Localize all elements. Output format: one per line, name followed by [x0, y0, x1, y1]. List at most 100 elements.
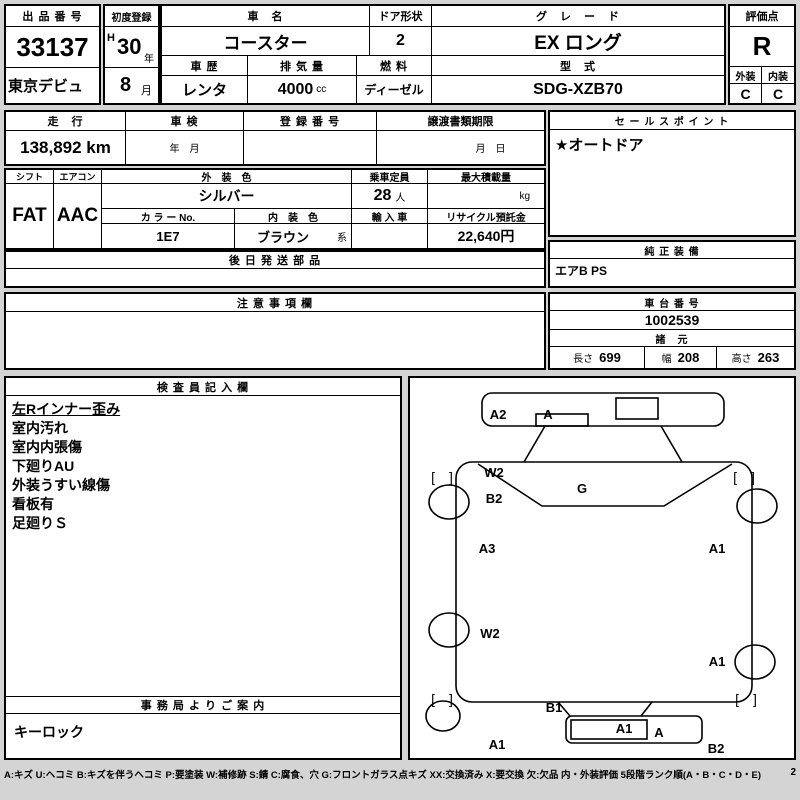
- front-right-wheel: [736, 488, 778, 524]
- rear-right-wheel: [734, 644, 776, 680]
- damage-label: G: [577, 481, 587, 496]
- grade-label: グ レ ー ド: [536, 11, 620, 23]
- specs-label: 諸 元: [550, 330, 794, 347]
- caution-block: 注 意 事 項 欄: [4, 292, 546, 370]
- era-year: 30: [117, 34, 142, 59]
- inspector-label: 検 査 員 記 入 欄: [6, 378, 400, 396]
- exterior-label: 外装: [730, 67, 762, 83]
- mileage-label: 走 行: [6, 112, 126, 130]
- diagram-block: A2 A W2 B2 G A3 A1 W2 A1 B1 A1 A A1 B2 […: [408, 376, 796, 760]
- later-parts-block: 後 日 発 送 部 品: [4, 250, 546, 288]
- office-label: 事 務 局 よ り ご 案 内: [6, 696, 400, 714]
- rear-bumper-shape: [565, 715, 703, 744]
- inspector-note: 左Rインナー歪み: [12, 401, 121, 417]
- capacity-label: 乗車定員: [352, 170, 428, 184]
- chassis-number: 1002539: [550, 311, 794, 330]
- max-load-label: 最大積載量: [461, 173, 511, 184]
- recycle-label: リサイクル預託金: [446, 212, 526, 224]
- import-value: [352, 224, 428, 248]
- color-no-value: 1E7: [102, 224, 235, 248]
- interior-label: 内装: [768, 71, 788, 83]
- registration-no-label: 登 録 番 号: [244, 112, 377, 130]
- door-shape: 2: [370, 27, 432, 55]
- damage-label: A1: [709, 541, 726, 556]
- max-load-unit: kg: [519, 190, 530, 202]
- capacity-value: 28 人: [352, 184, 428, 208]
- car-top-view-diagram: A2 A W2 B2 G A3 A1 W2 A1 B1 A1 A A1 B2 […: [425, 392, 778, 756]
- damage-label: W2: [480, 626, 500, 641]
- front-grille-shape: [615, 397, 659, 420]
- displacement-value: 4000: [277, 80, 314, 98]
- shift-column: シフト FAT: [6, 170, 54, 248]
- windshield-lines: [477, 463, 733, 507]
- mileage-band: 走 行 車 検 登 録 番 号 譲渡書類期限 138,892 km 年 月 月 …: [4, 110, 546, 166]
- legend-text: A:キズ U:ヘコミ B:キズを伴うヘコミ P:要塗装 W:補修跡 S:錆 C:…: [4, 770, 761, 781]
- interior-score: C: [772, 85, 784, 102]
- damage-label: B2: [708, 741, 725, 756]
- front-bumper-shape: [481, 392, 725, 427]
- equipment-text: エアB PS: [555, 264, 608, 278]
- exhibit-number: 33137: [6, 27, 99, 68]
- score-block: 評価点 R 外装 内装 C C: [728, 4, 796, 105]
- score-grade: R: [730, 27, 794, 67]
- displacement-unit: cc: [316, 84, 327, 95]
- interior-color-suffix: 系: [337, 232, 347, 244]
- score-label: 評価点: [730, 6, 794, 27]
- width-cell: 幅 208: [645, 347, 717, 368]
- width-label: 幅: [661, 354, 672, 365]
- photo-bracket: [ ]: [733, 469, 755, 485]
- aircon-value: AAC: [56, 205, 99, 226]
- inspector-note: 外装うすい線傷: [12, 477, 110, 493]
- page-number: 2: [790, 767, 796, 778]
- office-note: キーロック: [14, 724, 84, 740]
- inspection-label: 車 検: [126, 112, 244, 130]
- first-registration-year: H 30 年: [105, 27, 158, 68]
- exterior-color-label: 外 装 色: [102, 170, 352, 184]
- sales-point-label: セ ー ル ス ポ イ ン ト: [550, 112, 794, 130]
- later-parts-label: 後 日 発 送 部 品: [6, 252, 544, 269]
- chassis-block: 車 台 番 号 1002539 諸 元 長さ 699 幅 208 高さ 263: [548, 292, 796, 370]
- caution-content: [6, 312, 544, 368]
- history-label: 車 歴: [162, 56, 248, 75]
- damage-label: A: [654, 725, 664, 740]
- exhibit-note: 東京デビュ: [8, 78, 84, 95]
- rear-connector-lines: [557, 701, 653, 717]
- mileage-value: 138,892 km: [6, 131, 126, 164]
- front-plate-shape: [535, 413, 589, 427]
- damage-label: W2: [484, 465, 504, 480]
- interior-color-value: ブラウン 系: [235, 224, 352, 248]
- height-cell: 高さ 263: [717, 347, 794, 368]
- aircon-column: エアコン AAC: [54, 170, 102, 248]
- import-label: 輸 入 車: [352, 209, 428, 224]
- equipment-block: 純 正 装 備 エアB PS: [548, 240, 796, 288]
- exhibit-block: 出 品 番 号 33137 東京デビュ: [4, 4, 101, 105]
- front-connector-lines: [523, 425, 683, 463]
- inspector-note: 足廻りＳ: [12, 515, 68, 531]
- first-registration-block: 初度登録 H 30 年 8 月: [103, 4, 160, 105]
- height-label: 高さ: [731, 354, 752, 365]
- history: レンタ: [162, 76, 248, 103]
- displacement-label: 排 気 量: [248, 56, 357, 75]
- equipment-label: 純 正 装 備: [550, 242, 794, 259]
- grade: EX ロング: [534, 32, 622, 54]
- shift-value: FAT: [12, 205, 47, 226]
- registration-no-value: [244, 131, 377, 164]
- photo-bracket: [ ]: [431, 691, 453, 707]
- width-value: 208: [677, 350, 700, 365]
- model-code-label: 型 式: [560, 60, 596, 73]
- door-shape-label: ドア形状: [370, 6, 432, 26]
- inspector-note: 室内内張傷: [12, 439, 82, 455]
- model-code: SDG-XZB70: [533, 80, 623, 98]
- recycle-value: 22,640円: [457, 228, 515, 244]
- interior-color-label: 内 装 色: [235, 209, 352, 224]
- first-registration-label: 初度登録: [105, 6, 158, 27]
- transfer-deadline-value: 月 日: [475, 144, 506, 155]
- damage-label: A1: [616, 721, 633, 736]
- car-name-label: 車 名: [162, 6, 370, 26]
- inspector-block: 検 査 員 記 入 欄 左Rインナー歪み 室内汚れ 室内内張傷 下廻りAU 外装…: [4, 376, 402, 760]
- sales-point-text: ★オートドア: [555, 137, 644, 154]
- length-value: 699: [599, 350, 621, 365]
- damage-label: A3: [479, 541, 496, 556]
- exterior-color-value: シルバー: [102, 184, 352, 208]
- era-letter: H: [107, 32, 115, 44]
